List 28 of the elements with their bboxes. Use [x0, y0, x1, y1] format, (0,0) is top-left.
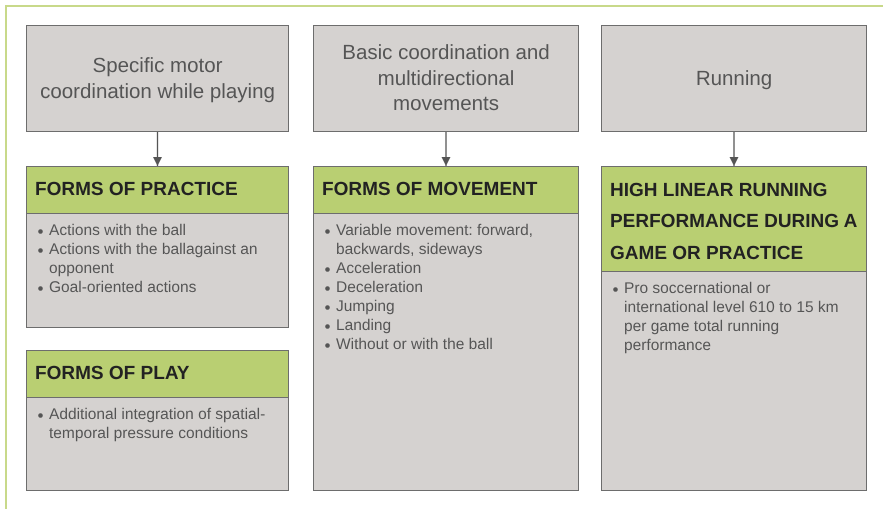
info-card — [26, 350, 289, 491]
bullet-item: Actions with the ballagainst an opponent — [49, 241, 258, 278]
info-card — [313, 166, 579, 491]
info-card — [601, 166, 867, 491]
category-box — [601, 25, 867, 132]
category-title: Running — [696, 66, 772, 92]
card-heading: FORMS OF PRACTICE — [27, 167, 288, 214]
bullet-item: Deceleration — [336, 279, 424, 296]
category-title: Basic coordination and multidirectional movements — [341, 40, 551, 117]
category-title: Specific motor coordination while playing — [39, 52, 276, 104]
info-card — [26, 166, 289, 328]
bullet-item: Pro soccernational or international level 610 to 15 km per game total running performance — [624, 280, 839, 354]
card-heading: HIGH LINEAR RUNNING PERFORMANCE DURING A GAME OR PRACTICE — [602, 167, 866, 272]
bullet-item: Acceleration — [336, 260, 422, 278]
category-box — [26, 25, 289, 132]
card-heading: FORMS OF MOVEMENT — [314, 167, 578, 214]
arrow — [442, 132, 450, 166]
bullet-item: Jumping — [336, 298, 395, 316]
arrow — [153, 132, 162, 166]
bullet-item: Actions with the ball — [49, 222, 186, 240]
bullet-item: Goal-oriented actions — [49, 279, 196, 296]
bullet-item: Variable movement: forward, backwards, sideways — [336, 222, 533, 258]
category-box — [313, 25, 579, 132]
bullet-item: Additional integration of spatial-temporal pressure conditions — [49, 406, 266, 442]
bullet-item: Landing — [336, 316, 392, 334]
arrow — [730, 132, 738, 166]
card-heading: FORMS OF PLAY — [27, 351, 288, 398]
bullet-item: Without or with the ball — [336, 336, 493, 353]
